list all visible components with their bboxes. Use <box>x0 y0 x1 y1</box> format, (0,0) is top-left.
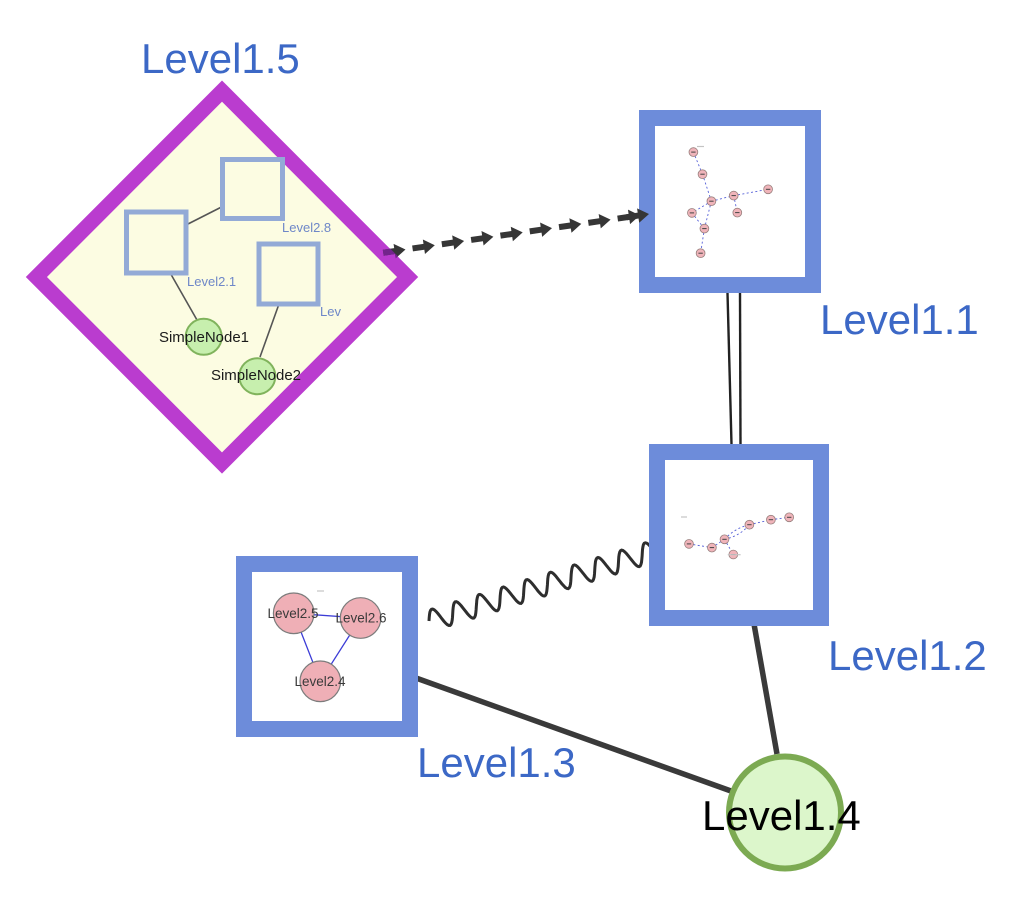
svg-text:Level2.4: Level2.4 <box>294 674 346 689</box>
svg-text:Level1.2: Level1.2 <box>828 632 987 679</box>
svg-text:SimpleNode1: SimpleNode1 <box>159 329 249 346</box>
svg-text:Level2.5: Level2.5 <box>267 606 318 621</box>
svg-text:Level1.3: Level1.3 <box>417 739 576 786</box>
svg-text:Lev: Lev <box>320 304 341 319</box>
svg-text:Level1.5: Level1.5 <box>141 35 300 82</box>
svg-text:Level2.1: Level2.1 <box>187 274 236 289</box>
svg-text:Level1.4: Level1.4 <box>702 792 861 839</box>
svg-text:Level1.1: Level1.1 <box>820 296 979 343</box>
svg-text:Level2.6: Level2.6 <box>335 611 386 626</box>
svg-text:SimpleNode2: SimpleNode2 <box>211 367 301 384</box>
svg-text:Level2.8: Level2.8 <box>282 220 331 235</box>
